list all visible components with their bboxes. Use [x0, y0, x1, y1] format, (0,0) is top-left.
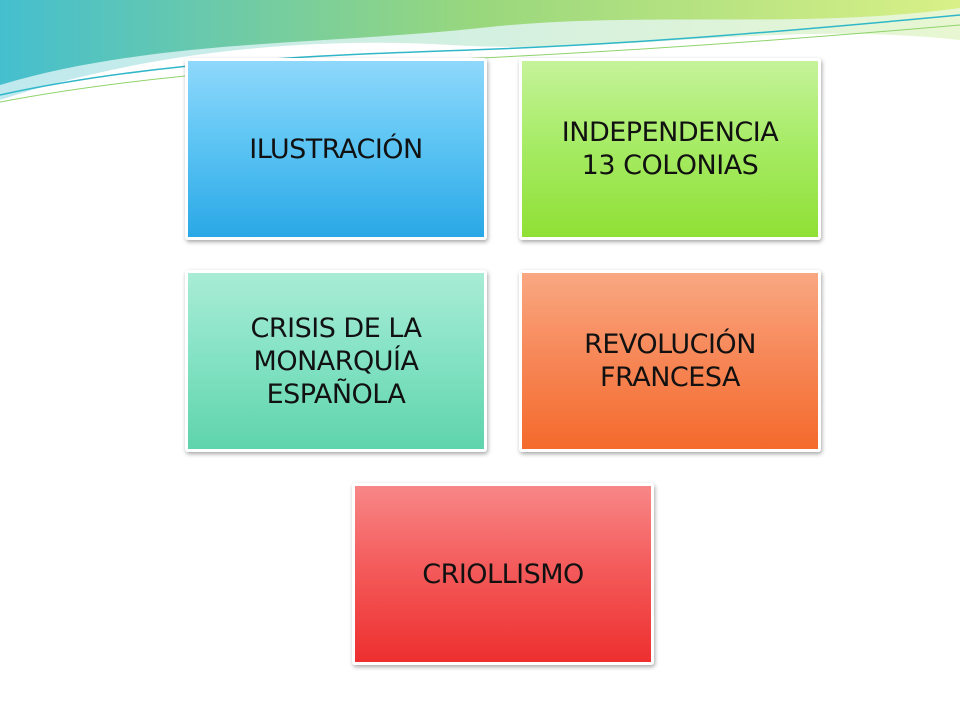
box-crisis-monarquia-espanola-label: CRISIS DE LA MONARQUÍA ESPAÑOLA [250, 312, 422, 410]
box-ilustracion-label: ILUSTRACIÓN [249, 133, 423, 165]
box-revolucion-francesa-label: REVOLUCIÓN FRANCESA [584, 329, 756, 393]
box-crisis-monarquia-espanola: CRISIS DE LA MONARQUÍA ESPAÑOLA [185, 270, 487, 452]
box-revolucion-francesa: REVOLUCIÓN FRANCESA [519, 270, 821, 452]
box-independencia-13-colonias: INDEPENDENCIA 13 COLONIAS [519, 58, 821, 240]
box-independencia-13-colonias-label: INDEPENDENCIA 13 COLONIAS [561, 117, 779, 181]
box-criollismo: CRIOLLISMO [352, 483, 654, 665]
box-ilustracion: ILUSTRACIÓN [185, 58, 487, 240]
box-criollismo-label: CRIOLLISMO [422, 558, 584, 590]
